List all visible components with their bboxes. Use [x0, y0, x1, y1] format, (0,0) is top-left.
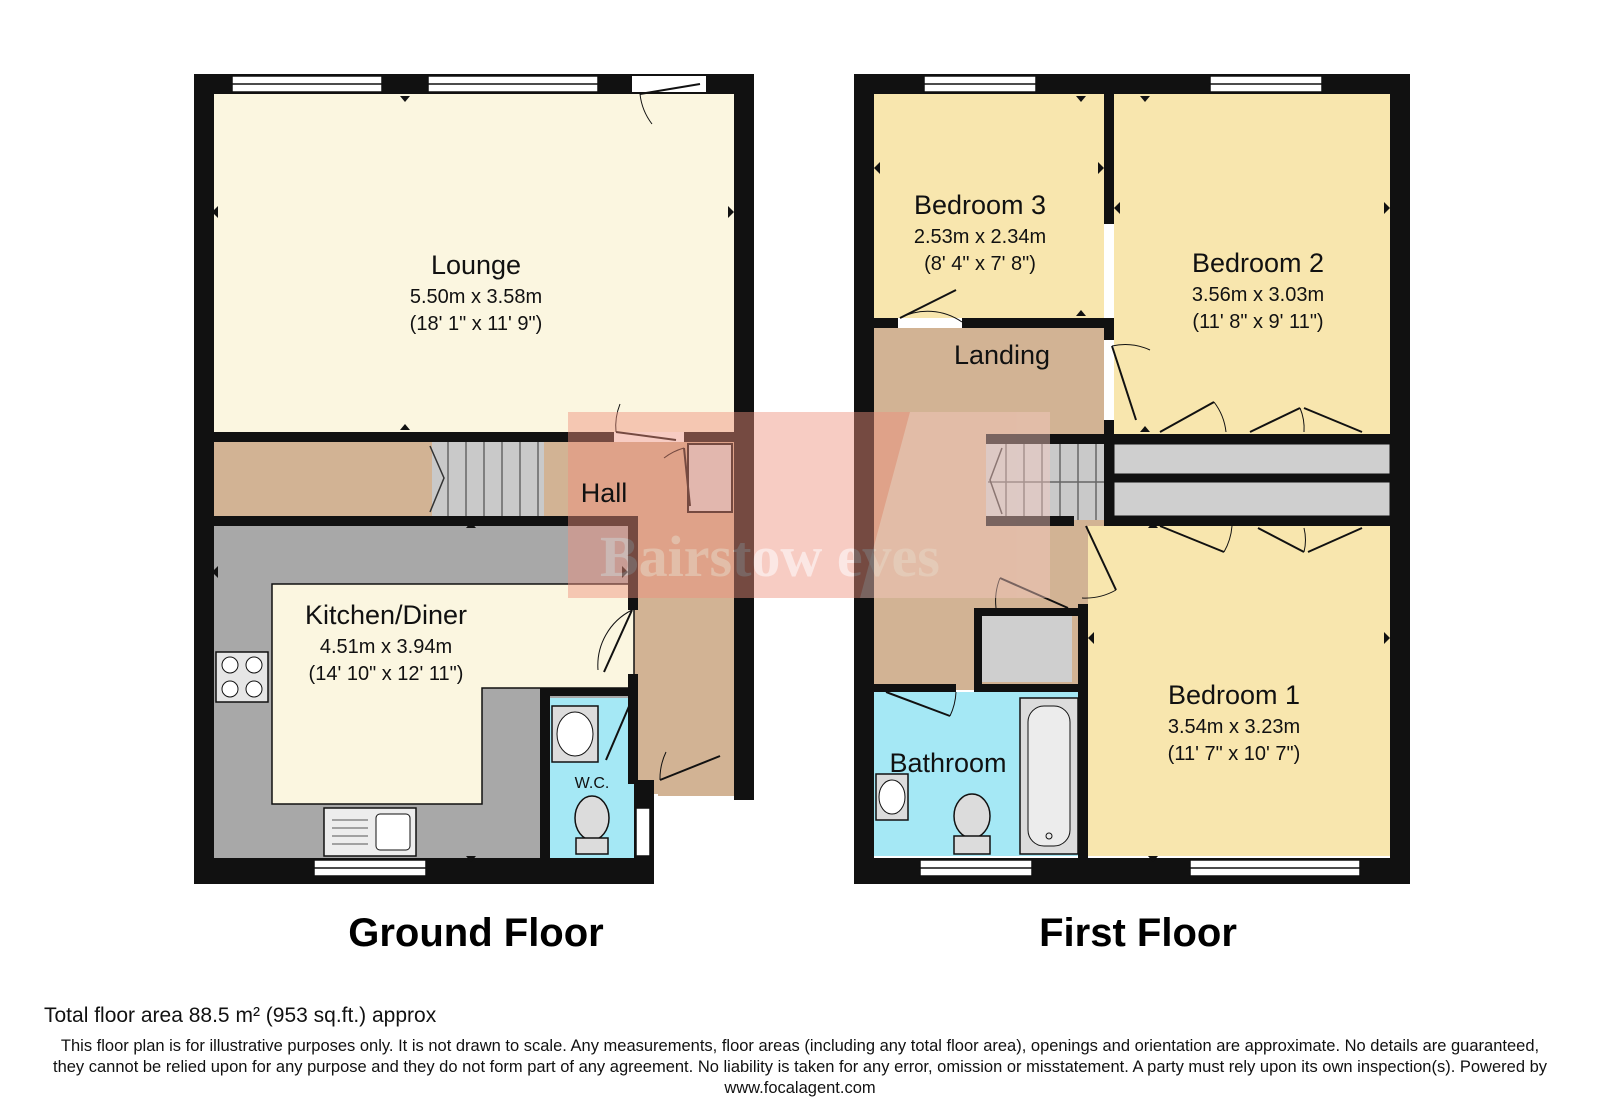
- ground-floor-plan: [194, 74, 754, 884]
- hob-icon: [215, 651, 269, 703]
- bathroom-toilet-icon: [953, 793, 991, 855]
- bedroom3-area: [872, 92, 1104, 318]
- bathroom-name: Bathroom: [889, 748, 1006, 778]
- bedroom1-name: Bedroom 1: [1168, 680, 1300, 710]
- bedroom3-imperial: (8' 4" x 7' 8"): [924, 253, 1036, 275]
- landing-lower-area: [1068, 526, 1088, 606]
- total-floor-area: Total floor area 88.5 m² (953 sq.ft.) ap…: [44, 1004, 437, 1027]
- hall-corridor-area: [212, 442, 432, 516]
- bedroom1-metric: 3.54m x 3.23m: [1168, 716, 1300, 738]
- first-stairs: [988, 444, 1104, 520]
- landing-name: Landing: [954, 340, 1050, 370]
- bedroom1-imperial: (11' 7" x 10' 7"): [1168, 743, 1301, 765]
- floor-plan-drawing: Bairstow eves Lounge 5.50m x 3.58m (18' …: [194, 74, 1410, 955]
- bedroom1-area: [1088, 526, 1390, 856]
- bathtub-icon: [1019, 697, 1079, 855]
- ground-floor-openings: [231, 75, 734, 877]
- agent-logo-watermark: Bairstow eves: [568, 412, 1050, 598]
- bedroom3-metric: 2.53m x 2.34m: [914, 226, 1046, 248]
- watermark-text: Bairstow eves: [600, 524, 940, 589]
- kitchen-metric: 4.51m x 3.94m: [320, 636, 452, 658]
- first-dimension-arrows: [874, 96, 1390, 862]
- ground-dimension-arrows: [212, 96, 734, 862]
- ground-stairs: [429, 442, 539, 516]
- lounge-name: Lounge: [431, 250, 521, 280]
- wardrobe-lower: [1113, 481, 1391, 517]
- kitchen-imperial: (14' 10" x 12' 11"): [309, 663, 464, 685]
- bedroom2-area: [1114, 92, 1390, 434]
- bathroom-basin-icon: [875, 773, 909, 821]
- ground-floor-labels: Lounge 5.50m x 3.58m (18' 1" x 11' 9") H…: [305, 250, 627, 955]
- first-floor-doors: [885, 289, 1363, 717]
- first-floor-title: First Floor: [1039, 911, 1237, 955]
- first-floor-plan: [854, 74, 1410, 884]
- bedroom3-name: Bedroom 3: [914, 190, 1046, 220]
- bedroom2-imperial: (11' 8" x 9' 11"): [1192, 311, 1323, 333]
- bedroom2-name: Bedroom 2: [1192, 248, 1324, 278]
- disclaimer-text: This floor plan is for illustrative purp…: [52, 1037, 1547, 1097]
- bedroom2-metric: 3.56m x 3.03m: [1192, 284, 1324, 306]
- sink-icon: [323, 807, 417, 857]
- lounge-area: [212, 92, 734, 432]
- lounge-metric: 5.50m x 3.58m: [410, 286, 542, 308]
- first-floor-labels: Bedroom 3 2.53m x 2.34m (8' 4" x 7' 8") …: [889, 190, 1324, 955]
- kitchen-name: Kitchen/Diner: [305, 600, 467, 630]
- ground-stairs-area: [432, 442, 544, 516]
- ground-floor-title: Ground Floor: [348, 911, 604, 955]
- lounge-imperial: (18' 1" x 11' 9"): [410, 313, 543, 335]
- hall-name: Hall: [581, 478, 628, 508]
- ground-floor-doors: [597, 83, 721, 781]
- airing-cupboard: [982, 616, 1072, 682]
- wardrobe-upper: [1113, 443, 1391, 475]
- first-floor-openings: [919, 75, 1361, 877]
- wc-basin-icon: [551, 705, 599, 763]
- wc-name: W.C.: [575, 775, 610, 792]
- hall-lower-area: [634, 516, 734, 794]
- toilet-icon: [574, 795, 610, 855]
